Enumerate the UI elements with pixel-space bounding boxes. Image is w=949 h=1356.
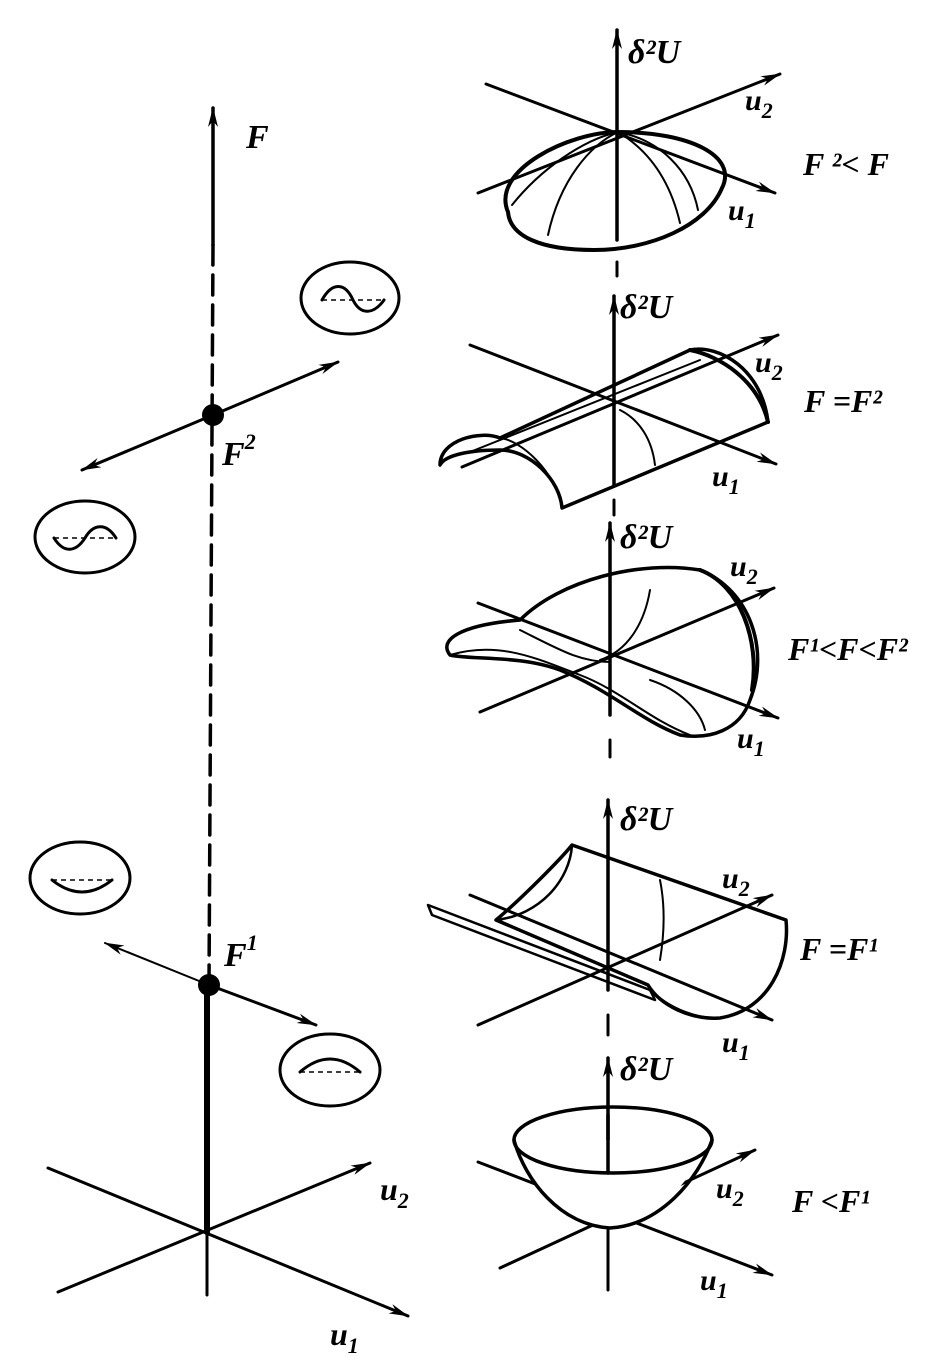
trough-z-label: δ²U <box>620 801 675 838</box>
f2-point <box>202 404 224 426</box>
shape-icon-lower-right <box>278 1032 382 1108</box>
main-axes: F u1 u2 <box>46 106 410 1356</box>
paraboloid-u2-label: u2 <box>716 1172 744 1211</box>
saddle-u1-axis <box>476 601 780 720</box>
f2-label: F2 <box>221 429 256 473</box>
dome-u1-label: u1 <box>728 194 756 233</box>
bifurcation-point-f2: F2 <box>80 360 340 473</box>
trough-u2-label: u2 <box>722 862 750 901</box>
panel-saddle: δ²U u2 u1 F¹<F<F² <box>445 519 909 761</box>
ridge-condition: F =F² <box>803 383 883 419</box>
f2-branch-arrow-left <box>80 413 215 472</box>
u1-axis-label: u1 <box>330 1316 359 1356</box>
panel-trough: δ²U u2 u1 F =F¹ <box>426 798 878 1065</box>
u2-axis <box>56 1161 372 1294</box>
paraboloid-u1-label: u1 <box>700 1264 728 1303</box>
dome-condition: F ²< F <box>802 146 889 182</box>
f-axis-dashed <box>207 243 215 987</box>
saddle-condition: F¹<F<F² <box>787 631 909 667</box>
ridge-u1-label: u1 <box>712 460 740 499</box>
panel-paraboloid: δ²U u2 u1 F <F¹ <box>476 1051 870 1303</box>
f1-branch-arrow-left <box>104 942 210 986</box>
ridge-u2-label: u2 <box>755 346 783 385</box>
f1-label: F1 <box>223 930 258 974</box>
bifurcation-point-f1: F1 <box>104 930 318 1027</box>
f1-branch-arrow-right <box>207 983 318 1027</box>
dome-surface <box>503 130 727 252</box>
dome-u2-label: u2 <box>745 84 773 123</box>
saddle-u2-label: u2 <box>730 550 758 589</box>
f1-point <box>198 974 220 996</box>
paraboloid-surface <box>512 1138 714 1230</box>
u2-axis-label: u2 <box>380 1171 409 1213</box>
trough-u1-label: u1 <box>722 1026 750 1065</box>
panel-dome: δ²U u2 u1 F ²< F <box>476 28 889 278</box>
dome-u1-axis <box>484 82 777 195</box>
dome-z-label: δ²U <box>628 34 683 71</box>
saddle-z-label: δ²U <box>620 519 675 556</box>
panel-ridge: δ²U u2 u1 F =F² <box>438 289 883 517</box>
trough-surface <box>494 843 789 1020</box>
trough-u1-axis <box>468 893 774 1022</box>
shape-icon-lower-left <box>28 840 132 916</box>
saddle-u1-label: u1 <box>737 722 765 761</box>
trough-condition: F =F¹ <box>799 931 878 967</box>
ridge-z-label: δ²U <box>620 289 675 326</box>
paraboloid-rim <box>512 1105 714 1175</box>
paraboloid-z-label: δ²U <box>620 1051 675 1088</box>
f-axis-label: F <box>245 119 269 156</box>
saddle-u2-axis <box>478 586 776 714</box>
shape-icon-upper-left <box>33 499 137 575</box>
f2-branch-arrow-right <box>211 360 340 417</box>
trough-u2-axis <box>476 893 774 1027</box>
paraboloid-condition: F <F¹ <box>791 1183 870 1219</box>
u1-axis <box>46 1166 410 1318</box>
shape-icon-upper-right <box>299 260 401 336</box>
ridge-u1-axis <box>468 343 778 466</box>
